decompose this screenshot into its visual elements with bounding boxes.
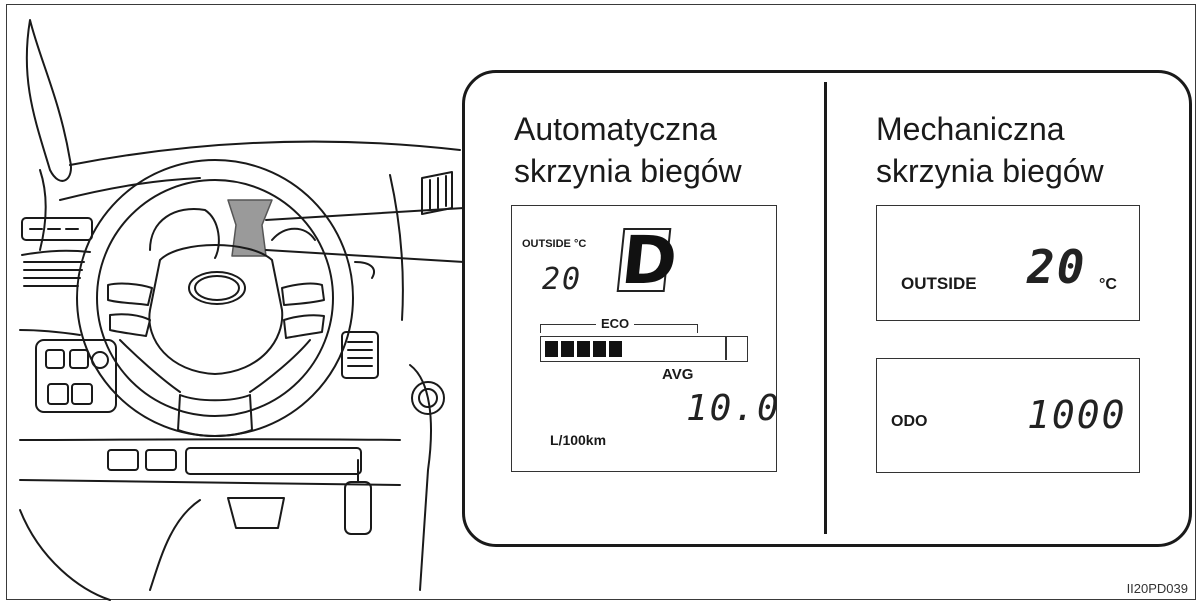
fuel-unit: L/100km xyxy=(550,432,607,448)
instrument-cluster-highlight xyxy=(227,199,273,257)
pedal-left xyxy=(227,497,285,529)
avg-value: 10.0 xyxy=(686,388,781,429)
manual-temp-display: OUTSIDE 20 °C xyxy=(876,205,1140,321)
eco-bar-target xyxy=(725,337,727,360)
callout-pointer xyxy=(265,207,465,263)
eco-segment xyxy=(609,341,622,357)
outside-temp-value: 20 xyxy=(542,262,583,297)
outside-temp-label: OUTSIDE °C xyxy=(522,238,587,250)
figure-frame xyxy=(6,4,1196,600)
pedal-right xyxy=(344,481,372,535)
automatic-display: OUTSIDE °C 20 D ECO AVG 10.0 L/100km xyxy=(511,205,779,472)
steering-wheel-outer xyxy=(76,159,354,437)
manual-heading-line2: skrzynia biegów xyxy=(876,153,1104,189)
dashboard-top xyxy=(69,140,461,166)
lower-console xyxy=(185,447,362,475)
steering-logo xyxy=(194,275,240,301)
eco-segment xyxy=(577,341,590,357)
eco-segment xyxy=(545,341,558,357)
gear-value: D xyxy=(617,222,681,299)
figure-code: II20PD039 xyxy=(1126,581,1188,596)
manual-heading: Mechaniczna skrzynia biegów xyxy=(876,108,1104,192)
callout-divider xyxy=(824,82,827,534)
odo-label: ODO xyxy=(891,413,928,430)
avg-label: AVG xyxy=(662,366,694,383)
steering-wheel-inner xyxy=(96,179,334,417)
steering-hub xyxy=(148,244,284,375)
eco-label: ECO xyxy=(596,316,635,331)
automatic-heading: Automatyczna skrzynia biegów xyxy=(514,108,742,192)
eco-segment xyxy=(593,341,606,357)
manual-outside-temp: 20 xyxy=(1027,240,1087,294)
manual-odo-display: ODO 1000 xyxy=(876,358,1140,473)
ignition xyxy=(411,381,445,415)
center-vent xyxy=(341,331,379,379)
eco-bar xyxy=(540,336,748,362)
odo-value: 1000 xyxy=(1027,393,1127,437)
automatic-heading-line1: Automatyczna xyxy=(514,111,717,147)
switch-panel xyxy=(35,339,117,413)
manual-outside-label: OUTSIDE xyxy=(901,274,977,293)
manual-heading-line1: Mechaniczna xyxy=(876,111,1065,147)
manual-temp-unit: °C xyxy=(1099,276,1117,293)
automatic-heading-line2: skrzynia biegów xyxy=(514,153,742,189)
left-vent xyxy=(21,217,93,241)
eco-segment xyxy=(561,341,574,357)
gear-indicator: D xyxy=(616,222,681,299)
a-pillar xyxy=(25,19,72,182)
